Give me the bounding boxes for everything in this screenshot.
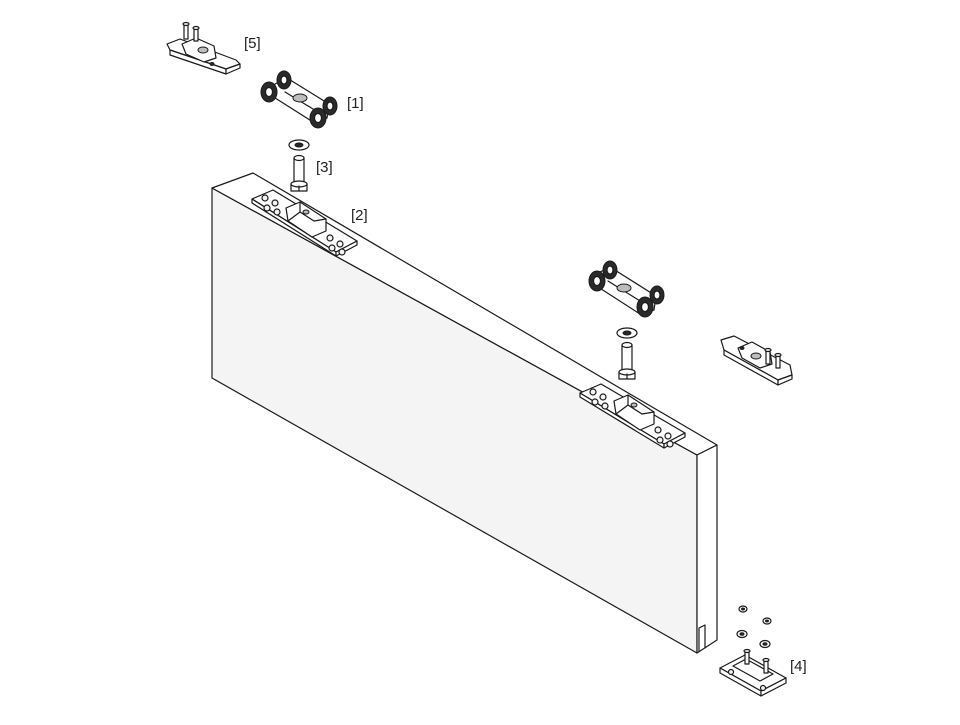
callout-2: [2] [351,207,368,224]
bolt-with-nut-right [616,327,638,380]
callout-3: [3] [316,159,333,176]
roller-trolley-right [588,260,665,318]
roller-trolley-left [260,70,338,129]
end-stop-left [166,21,241,75]
top-plate-right [579,383,686,449]
top-plate-left [251,189,358,257]
callout-4: [4] [790,658,807,675]
end-stop-right [720,335,793,386]
callout-1: [1] [347,95,364,112]
floor-guide [719,605,787,697]
bolt-with-nut-left [288,139,310,192]
callout-5: [5] [244,35,261,52]
